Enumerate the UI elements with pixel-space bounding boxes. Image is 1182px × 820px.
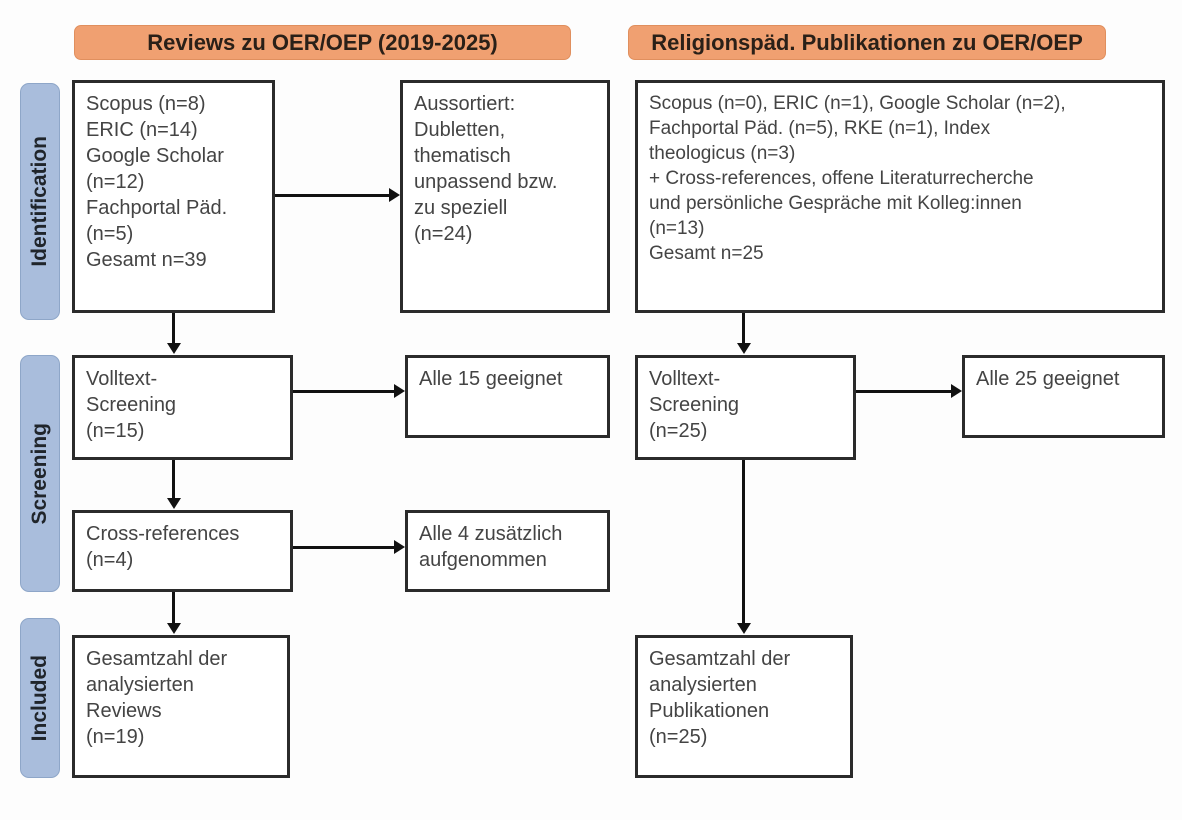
connector-left-crossrefs-to-included xyxy=(172,592,175,624)
box-right-sources-line-4: + Cross-references, offene Literaturrech… xyxy=(649,168,1034,190)
box-left-fulltext-screening-line-2: Screening xyxy=(86,394,177,416)
stage-label-included: Included xyxy=(20,618,60,778)
connector-left-sources-to-fulltext xyxy=(172,313,175,344)
box-right-sources-line-2: Fachportal Päd. (n=5), RKE (n=1), Index xyxy=(649,118,991,140)
column-banner-reviews: Reviews zu OER/OEP (2019-2025) xyxy=(74,25,571,60)
arrowhead-left-fulltext-to-result xyxy=(394,384,405,398)
box-left-sources-line-6: (n=5) xyxy=(86,223,134,245)
connector-left-crossrefs-to-result xyxy=(293,546,395,549)
arrowhead-left-crossrefs-to-included xyxy=(167,623,181,634)
connector-left-fulltext-to-crossrefs xyxy=(172,460,175,499)
box-left-excluded: Aussortiert: Dubletten, thematisch unpas… xyxy=(400,80,610,313)
box-left-fulltext-screening-line-1: Volltext- xyxy=(86,368,158,390)
column-banner-religionspaed: Religionspäd. Publikationen zu OER/OEP xyxy=(628,25,1106,60)
box-right-included-total: Gesamtzahl der analysierten Publikatione… xyxy=(635,635,853,778)
arrowhead-right-fulltext-to-included xyxy=(737,623,751,634)
box-left-excluded-line-6: (n=24) xyxy=(414,223,473,245)
box-right-sources-line-6: (n=13) xyxy=(649,218,705,240)
box-left-crossreferences-result-line-1: Alle 4 zusätzlich xyxy=(419,523,563,545)
box-left-sources-line-2: ERIC (n=14) xyxy=(86,119,198,141)
arrowhead-left-crossrefs-to-result xyxy=(394,540,405,554)
arrowhead-left-sources-to-excluded xyxy=(389,188,400,202)
box-left-sources-line-1: Scopus (n=8) xyxy=(86,93,206,115)
box-right-sources-line-7: Gesamt n=25 xyxy=(649,243,764,265)
column-banner-religionspaed-text: Religionspäd. Publikationen zu OER/OEP xyxy=(651,29,1083,55)
box-left-sources-line-4: (n=12) xyxy=(86,171,145,193)
box-right-sources: Scopus (n=0), ERIC (n=1), Google Scholar… xyxy=(635,80,1165,313)
connector-right-fulltext-to-included xyxy=(742,460,745,624)
box-left-included-total-line-1: Gesamtzahl der xyxy=(86,648,228,670)
box-right-fulltext-result: Alle 25 geeignet xyxy=(962,355,1165,438)
box-left-excluded-line-3: thematisch xyxy=(414,145,511,167)
box-left-included-total: Gesamtzahl der analysierten Reviews (n=1… xyxy=(72,635,290,778)
box-left-crossreferences-result: Alle 4 zusätzlich aufgenommen xyxy=(405,510,610,592)
box-left-excluded-line-4: unpassend bzw. xyxy=(414,171,558,193)
connector-right-sources-to-fulltext xyxy=(742,313,745,344)
box-right-included-total-line-4: (n=25) xyxy=(649,726,708,748)
stage-label-identification: Identification xyxy=(20,83,60,320)
box-right-fulltext-screening-line-2: Screening xyxy=(649,394,740,416)
arrowhead-left-fulltext-to-crossrefs xyxy=(167,498,181,509)
box-right-sources-line-3: theologicus (n=3) xyxy=(649,143,796,165)
arrowhead-left-sources-to-fulltext xyxy=(167,343,181,354)
box-left-included-total-line-2: analysierten xyxy=(86,674,194,696)
box-left-crossreferences: Cross-references (n=4) xyxy=(72,510,293,592)
arrowhead-right-sources-to-fulltext xyxy=(737,343,751,354)
box-right-fulltext-result-line-1: Alle 25 geeignet xyxy=(976,368,1120,390)
box-left-sources-line-3: Google Scholar xyxy=(86,145,224,167)
box-left-sources: Scopus (n=8) ERIC (n=14) Google Scholar … xyxy=(72,80,275,313)
box-right-included-total-line-3: Publikationen xyxy=(649,700,770,722)
box-left-fulltext-screening-line-3: (n=15) xyxy=(86,420,145,442)
stage-label-screening-text: Screening xyxy=(28,422,51,525)
stage-label-included-text: Included xyxy=(28,654,51,742)
box-right-fulltext-screening-line-3: (n=25) xyxy=(649,420,708,442)
stage-label-screening: Screening xyxy=(20,355,60,592)
box-left-crossreferences-line-1: Cross-references xyxy=(86,523,240,545)
box-left-crossreferences-line-2: (n=4) xyxy=(86,549,134,571)
box-right-sources-line-5: und persönliche Gespräche mit Kolleg:inn… xyxy=(649,193,1022,215)
connector-right-fulltext-to-result xyxy=(856,390,952,393)
column-banner-reviews-text: Reviews zu OER/OEP (2019-2025) xyxy=(147,29,498,55)
box-left-fulltext-screening: Volltext- Screening (n=15) xyxy=(72,355,293,460)
box-right-included-total-line-2: analysierten xyxy=(649,674,757,696)
box-left-excluded-line-2: Dubletten, xyxy=(414,119,506,141)
arrowhead-right-fulltext-to-result xyxy=(951,384,962,398)
connector-left-sources-to-excluded xyxy=(275,194,390,197)
box-right-sources-line-1: Scopus (n=0), ERIC (n=1), Google Scholar… xyxy=(649,93,1066,114)
box-right-fulltext-screening: Volltext- Screening (n=25) xyxy=(635,355,856,460)
stage-label-identification-text: Identification xyxy=(28,136,51,267)
box-left-included-total-line-4: (n=19) xyxy=(86,726,145,748)
box-left-sources-line-5: Fachportal Päd. xyxy=(86,197,228,219)
box-left-fulltext-result-line-1: Alle 15 geeignet xyxy=(419,368,563,390)
box-right-included-total-line-1: Gesamtzahl der xyxy=(649,648,791,670)
box-left-excluded-line-5: zu speziell xyxy=(414,197,508,219)
box-left-included-total-line-3: Reviews xyxy=(86,700,162,722)
box-left-fulltext-result: Alle 15 geeignet xyxy=(405,355,610,438)
box-left-sources-line-7: Gesamt n=39 xyxy=(86,249,207,271)
box-left-crossreferences-result-line-2: aufgenommen xyxy=(419,549,547,571)
connector-left-fulltext-to-result xyxy=(293,390,395,393)
box-right-fulltext-screening-line-1: Volltext- xyxy=(649,368,721,390)
box-left-excluded-line-1: Aussortiert: xyxy=(414,93,516,115)
